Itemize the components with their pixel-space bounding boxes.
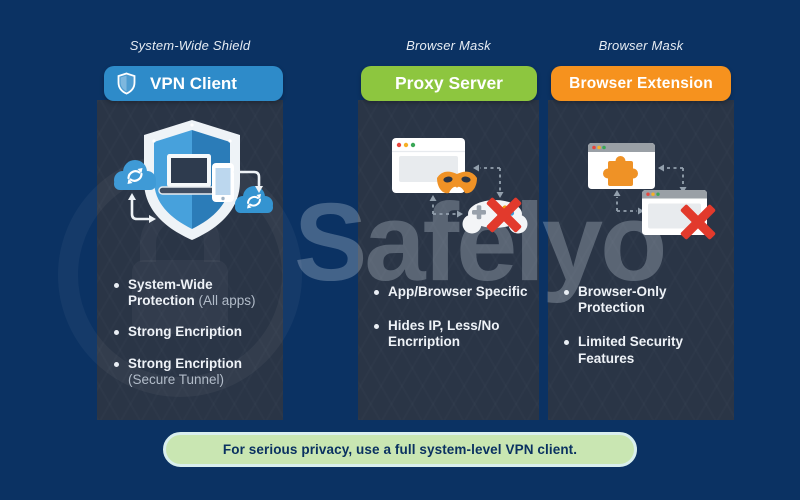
list-item: Strong Encription [114, 324, 278, 340]
shield-laptop-phone-clouds-icon [114, 120, 273, 240]
arrow-cloud-to-shield-left-icon [130, 196, 150, 221]
dashed-arrow-right-icon [480, 167, 501, 191]
bullet-dot-icon [114, 361, 119, 367]
mask-icon [437, 171, 477, 194]
cloud-sync-left-icon [114, 160, 156, 190]
arrow-shield-to-cloud-right-icon [237, 170, 261, 187]
extension-feature-list: Browser-Only Protection Limited Security… [564, 284, 728, 382]
list-item: App/Browser Specific [374, 284, 530, 300]
shield-outline-icon [117, 72, 136, 95]
browser-extension-title: Browser Extension [569, 74, 713, 92]
browser-extension-header: Browser Extension [551, 66, 731, 101]
feature-bold-text: Limited Security Features [578, 334, 684, 366]
blocked-x-icon [486, 197, 522, 233]
proxy-feature-list: App/Browser Specific Hides IP, Less/No E… [374, 284, 530, 366]
browser-extension-blocked-window-icon [588, 143, 716, 240]
bullet-dot-icon [114, 283, 119, 288]
list-item: Hides IP, Less/No Encrription [374, 318, 530, 350]
feature-light-text: (All apps) [194, 293, 256, 309]
browser-window-mask-blocked-gamepad-icon [392, 138, 528, 234]
vpn-column-tag: System-Wide Shield [129, 38, 251, 53]
feature-bold-text: App/Browser Specific [388, 284, 528, 299]
vpn-client-header: VPN Client [104, 66, 283, 101]
proxy-server-title: Proxy Server [395, 73, 503, 93]
extension-column-tag: Browser Mask [598, 38, 684, 53]
advice-banner-text: For serious privacy, use a full system-l… [222, 442, 578, 457]
feature-light-text: (Secure Tunnel) [128, 371, 225, 387]
proxy-column-tag: Browser Mask [406, 38, 491, 53]
list-item: Strong Encription(Secure Tunnel) [114, 356, 278, 388]
advice-banner: For serious privacy, use a full system-l… [163, 432, 637, 467]
cloud-sync-right-icon [235, 186, 273, 213]
feature-bold-text: Strong Encription [128, 324, 242, 340]
vpn-client-title: VPN Client [150, 73, 237, 93]
bullet-dot-icon [374, 324, 379, 330]
feature-bold-text: Strong Encription [128, 355, 242, 371]
dashed-arrow-left-icon [616, 197, 637, 212]
list-item: System-Wide Protection (All apps) [114, 277, 278, 309]
feature-bold-text: Browser-Only Protection [578, 284, 667, 316]
extension-window-icon [588, 143, 655, 189]
dashed-arrow-left-icon [432, 202, 456, 215]
feature-bold-text: System-Wide Protection [128, 277, 213, 309]
bullet-dot-icon [374, 290, 379, 295]
bullet-dot-icon [564, 290, 569, 295]
feature-bold-text: Hides IP, Less/No Encrription [388, 318, 500, 350]
vpn-feature-list: System-Wide Protection (All apps) Strong… [114, 277, 278, 403]
proxy-column-panel [358, 100, 539, 420]
puzzle-piece-icon [603, 156, 638, 186]
proxy-server-header: Proxy Server [361, 66, 537, 101]
dashed-arrow-right-icon [665, 167, 684, 186]
list-item: Browser-Only Protection [564, 284, 728, 316]
list-item: Limited Security Features [564, 334, 728, 366]
bullet-dot-icon [564, 340, 569, 346]
blocked-x-icon [680, 204, 716, 240]
bullet-dot-icon [114, 330, 119, 336]
